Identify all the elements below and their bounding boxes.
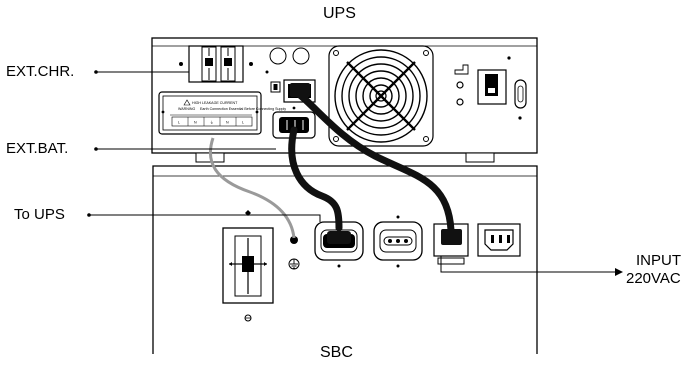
fan-grille-icon bbox=[328, 45, 434, 147]
power-switch-icon bbox=[270, 81, 281, 93]
battery-cable-plug bbox=[327, 231, 351, 244]
leader-input bbox=[440, 256, 610, 273]
ups-input-cable bbox=[296, 91, 455, 234]
knockout-hole-1 bbox=[269, 47, 287, 65]
ups-output-plug bbox=[290, 83, 310, 97]
ext-chr-label: EXT.CHR. bbox=[6, 63, 75, 80]
terminal-4: N bbox=[226, 121, 229, 125]
ground-symbol-icon bbox=[288, 236, 300, 270]
ext-bat-label: EXT.BAT. bbox=[6, 140, 69, 157]
warning-label-text: Earth Connection Essential Before Connec… bbox=[200, 107, 286, 111]
input-label: INPUT bbox=[636, 252, 681, 269]
sbc-unit bbox=[152, 165, 538, 354]
battery-cable bbox=[288, 126, 343, 232]
ups-input-plug bbox=[441, 229, 462, 245]
knockout-hole-2 bbox=[292, 47, 310, 65]
input-voltage-label: 220VAC bbox=[626, 270, 681, 287]
sbc-connector-2 bbox=[373, 215, 423, 268]
ups-battery-socket bbox=[272, 106, 316, 144]
terminal-1: L bbox=[178, 121, 180, 125]
sbc-title: SBC bbox=[320, 344, 353, 361]
iec-socket-icon bbox=[477, 223, 521, 257]
ups-breaker-icon bbox=[179, 45, 253, 83]
breaker-icon bbox=[222, 210, 274, 322]
to-ups-label: To UPS bbox=[14, 206, 65, 223]
leader-to-ups bbox=[89, 214, 321, 222]
ground-wire bbox=[208, 137, 296, 239]
terminal-5: L bbox=[242, 121, 244, 125]
terminal-2: N bbox=[194, 121, 197, 125]
warning-label-header: HIGH LEAKAGE CURRENT bbox=[192, 101, 238, 105]
ups-control-panel bbox=[454, 56, 527, 120]
warning-label-plate: HIGH LEAKAGE CURRENT WARNING Earth Conne… bbox=[158, 91, 286, 135]
terminal-3: ⏚ bbox=[210, 120, 214, 125]
ups-title: UPS bbox=[323, 5, 356, 22]
warning-label-warning: WARNING bbox=[178, 107, 195, 111]
